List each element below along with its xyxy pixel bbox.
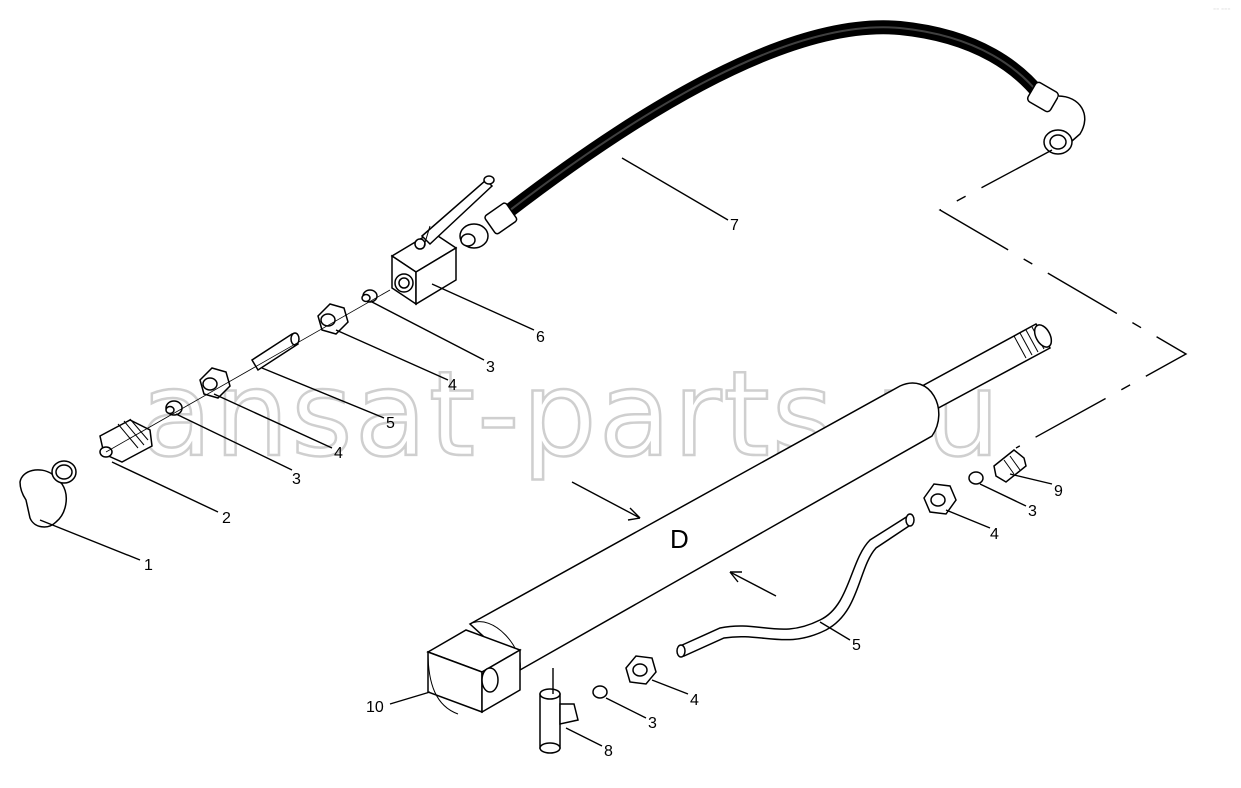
callout-4: 4: [448, 377, 457, 394]
callout-8: 8: [604, 743, 613, 760]
callout-5: 5: [386, 415, 395, 432]
leader-lines: [39, 149, 1188, 747]
callout-10: 10: [366, 699, 384, 716]
callout-5: 5: [852, 637, 861, 654]
callout-labels: 1 2 3 4 5 4 3 6 7 9 3 4 5 10 8 3 4 D: [144, 217, 1063, 760]
callout-4: 4: [334, 445, 343, 462]
hydraulic-hose: [459, 20, 1086, 249]
callout-3: 3: [486, 359, 495, 376]
callout-4: 4: [690, 692, 699, 709]
callout-3: 3: [648, 715, 657, 732]
callout-4: 4: [990, 526, 999, 543]
hydraulic-cylinder: [426, 322, 1053, 715]
callout-3: 3: [1028, 503, 1037, 520]
view-label-d: D: [670, 524, 689, 554]
callout-7: 7: [730, 217, 739, 234]
callout-2: 2: [222, 510, 231, 527]
callout-3: 3: [292, 471, 301, 488]
corner-mark: ⁻⁻ ⁻⁻⁻: [1213, 8, 1231, 14]
ball-valve: [390, 175, 495, 306]
callout-1: 1: [144, 557, 153, 574]
callout-6: 6: [536, 329, 545, 346]
lower-pipe-assembly: [539, 449, 1027, 754]
callout-9: 9: [1054, 483, 1063, 500]
